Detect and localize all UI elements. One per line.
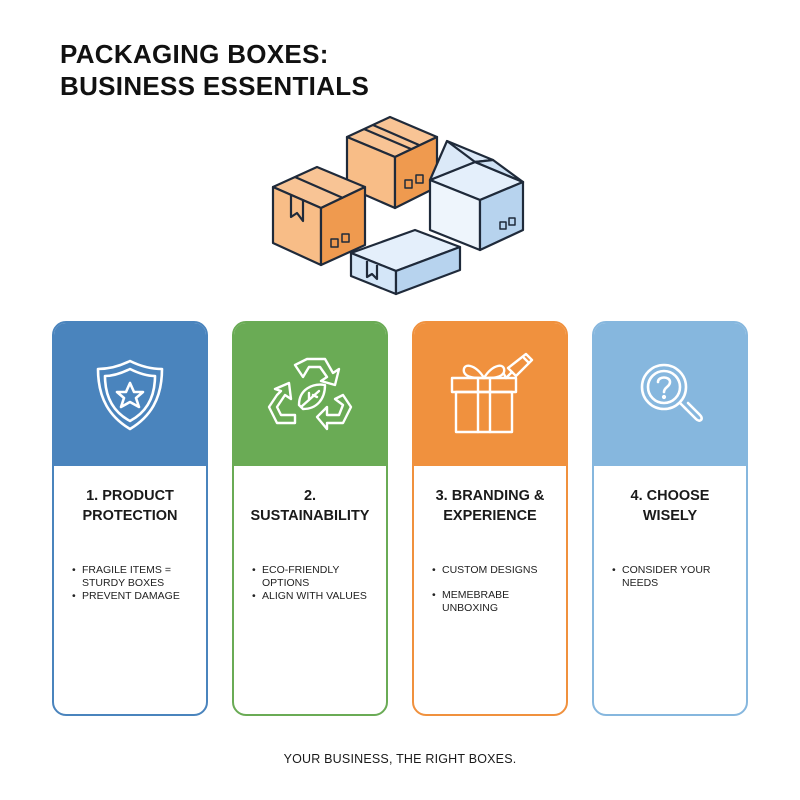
card-title: 4. CHOOSE WISELY — [604, 486, 736, 526]
card-title: 1. PRODUCT PROTECTION — [64, 486, 196, 526]
card-header — [594, 323, 746, 466]
card-title-line: 4. CHOOSE — [630, 488, 710, 504]
list-item: ALIGN WITH VALUES — [252, 590, 376, 603]
list-item: CONSIDER YOUR NEEDS — [612, 564, 736, 590]
bullet-list: CONSIDER YOUR NEEDS — [604, 564, 736, 590]
card-header — [234, 323, 386, 466]
card-title-line: 1. PRODUCT — [86, 488, 174, 504]
card-title-line: WISELY — [642, 508, 698, 524]
recycle-leaf-icon — [267, 357, 353, 430]
card-title-line: 2. — [303, 488, 317, 504]
card-product-protection: 1. PRODUCT PROTECTION FRAGILE ITEMS = ST… — [52, 321, 208, 716]
list-item: MEMEBRABE UNBOXING — [432, 589, 556, 615]
list-item: FRAGILE ITEMS = STURDY BOXES — [72, 564, 196, 590]
list-item: PREVENT DAMAGE — [72, 590, 196, 603]
title-line-1: PACKAGING BOXES: — [60, 39, 329, 69]
tagline: YOUR BUSINESS, THE RIGHT BOXES. — [283, 752, 517, 766]
list-item: CUSTOM DESIGNS — [432, 564, 556, 577]
card-title-line: EXPERIENCE — [443, 508, 537, 524]
card-choose-wisely: 4. CHOOSE WISELY CONSIDER YOUR NEEDS — [592, 321, 748, 716]
shield-star-icon — [96, 359, 164, 430]
page-title: PACKAGING BOXES: BUSINESS ESSENTIALS — [60, 38, 660, 102]
card-sustainability: 2. SUSTAINABILITY ECO-FRIENDLY OPTIONS A… — [232, 321, 388, 716]
stacked-boxes-icon — [265, 105, 535, 305]
card-header — [414, 323, 566, 466]
list-item: ECO-FRIENDLY OPTIONS — [252, 564, 376, 590]
card-branding-experience: 3. BRANDING & EXPERIENCE CUSTOM DESIGNS … — [412, 321, 568, 716]
card-title-line: PROTECTION — [82, 508, 178, 524]
magnifier-question-icon — [640, 363, 703, 422]
title-line-2: BUSINESS ESSENTIALS — [60, 71, 370, 101]
bullet-list: ECO-FRIENDLY OPTIONS ALIGN WITH VALUES — [244, 564, 376, 603]
card-title-line: SUSTAINABILITY — [250, 508, 370, 524]
bullet-list: CUSTOM DESIGNS MEMEBRABE UNBOXING — [424, 564, 556, 615]
card-title-line: 3. BRANDING & — [435, 488, 545, 504]
card-title: 2. SUSTAINABILITY — [244, 486, 376, 526]
card-title: 3. BRANDING & EXPERIENCE — [424, 486, 556, 526]
gift-box-icon — [450, 352, 534, 433]
bullet-list: FRAGILE ITEMS = STURDY BOXES PREVENT DAM… — [64, 564, 196, 603]
card-header — [54, 323, 206, 466]
